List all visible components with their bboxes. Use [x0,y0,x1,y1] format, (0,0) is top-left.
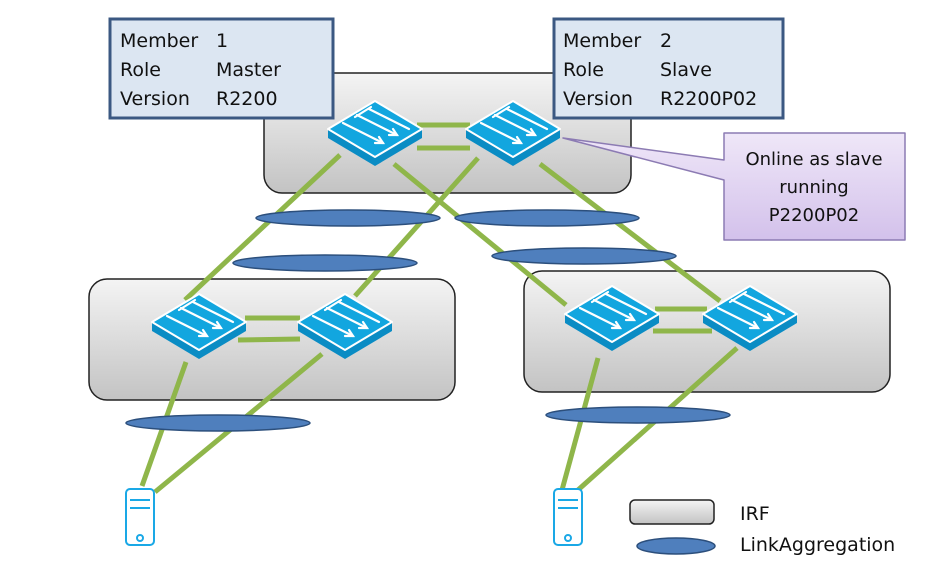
server-icon [553,488,583,546]
link-aggregation [125,414,311,432]
status-callout: Online as slave running P2200P02 [562,132,906,241]
role-label: Role [120,59,161,81]
callout-line: running [779,177,848,198]
legend: IRF LinkAggregation [629,499,895,556]
server-icon [125,488,155,546]
legend-irf-swatch [629,499,715,525]
callout-line: Online as slave [745,149,882,170]
uplink [183,153,342,302]
server-link [559,357,601,491]
member-2-info-box: Member 2 Role Slave Version R2200P02 [552,17,785,120]
link-aggregation [545,406,731,424]
link-aggregation [454,209,640,227]
member-label: Member [120,30,198,52]
member-value: 2 [660,30,672,52]
version-value: R2200 [216,88,278,110]
role-label: Role [563,59,604,81]
member-value: 1 [216,30,228,52]
uplink [538,162,722,303]
link-aggregation [491,247,677,265]
callout-line: P2200P02 [769,205,859,226]
link-aggregation [255,209,441,227]
links [139,122,739,494]
uplink [392,162,568,307]
legend-link-aggregation-label: LinkAggregation [740,534,895,556]
role-value: Master [216,59,281,81]
legend-irf-label: IRF [740,503,770,525]
version-label: Version [563,88,633,110]
legend-link-aggregation-swatch [636,537,716,555]
uplink [353,156,480,298]
version-label: Version [120,88,190,110]
member-1-info-box: Member 1 Role Master Version R2200 [108,17,335,120]
version-value: R2200P02 [660,88,757,110]
member-label: Member [563,30,641,52]
irf-link [237,336,301,343]
role-value: Slave [660,59,712,81]
link-aggregation [232,254,418,272]
